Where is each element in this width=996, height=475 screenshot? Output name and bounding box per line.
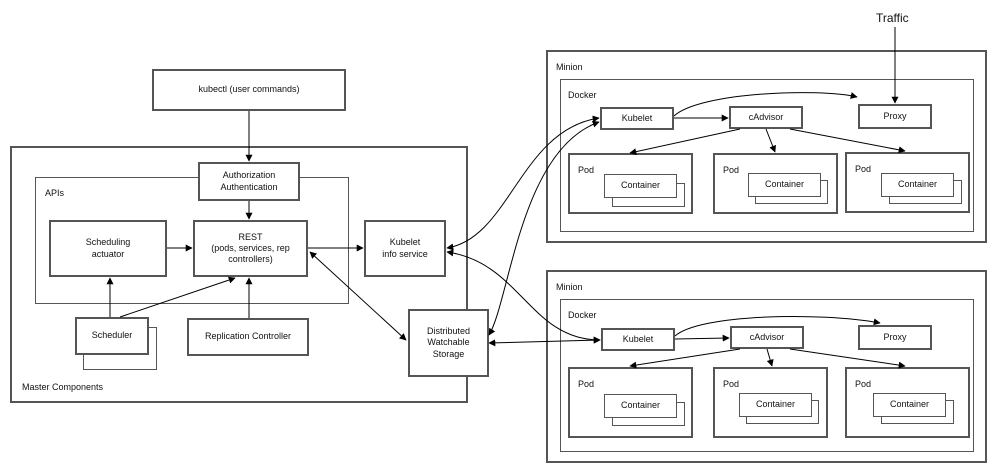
traffic-label: Traffic <box>876 11 909 25</box>
scheduler-label: Scheduler <box>91 330 133 341</box>
minion-2-pod-3-container: Container <box>873 393 946 417</box>
rest-label: REST (pods, services, rep controllers) <box>211 231 290 265</box>
minion-1-caption: Minion <box>556 62 583 72</box>
minion-2-cadvisor-box: cAdvisor <box>730 326 804 349</box>
minion-2-pod-2-label: Pod <box>723 379 740 389</box>
minion-1-kubelet-label: Kubelet <box>621 112 653 123</box>
minion-2-caption: Minion <box>556 282 583 292</box>
minion-2-pod-1-container-label: Container <box>620 400 661 411</box>
minion-2-pod-1-container: Container <box>604 394 677 418</box>
minion-1-proxy-box: Proxy <box>858 104 932 129</box>
minion-1-pod-3-label: Pod <box>855 164 872 174</box>
minion-1-pod-1-container: Container <box>604 174 677 198</box>
minion-1-pod-1-container-label: Container <box>620 180 661 191</box>
minion-2-pod-2-container: Container <box>739 393 812 417</box>
rest-box: REST (pods, services, rep controllers) <box>193 220 308 277</box>
distributed-storage-box: Distributed Watchable Storage <box>408 309 489 377</box>
minion-1-pod-3-container: Container <box>881 173 954 197</box>
minion-1-proxy-label: Proxy <box>883 110 907 121</box>
kubectl-label: kubectl (user commands) <box>198 84 300 95</box>
scheduling-actuator-box: Scheduling actuator <box>49 220 167 277</box>
replication-controller-box: Replication Controller <box>187 318 309 356</box>
minion-1-pod-1-label: Pod <box>578 165 595 175</box>
docker-1-caption: Docker <box>568 90 597 100</box>
minion-1-pod-2-label: Pod <box>723 165 740 175</box>
minion-2-proxy-label: Proxy <box>883 331 907 342</box>
minion-2-pod-3-label: Pod <box>855 379 872 389</box>
auth-label: Authorization Authentication <box>220 170 278 192</box>
minion-1-cadvisor-box: cAdvisor <box>729 106 803 129</box>
minion-1-pod-3-container-label: Container <box>897 179 938 190</box>
auth-box: Authorization Authentication <box>198 162 300 201</box>
replication-controller-label: Replication Controller <box>204 331 292 342</box>
master-components-caption: Master Components <box>22 382 104 392</box>
minion-2-pod-3-container-label: Container <box>889 399 930 410</box>
scheduler-box: Scheduler <box>75 317 149 355</box>
apis-caption: APIs <box>45 188 65 198</box>
minion-1-cadvisor-label: cAdvisor <box>748 111 784 122</box>
minion-2-cadvisor-label: cAdvisor <box>749 331 785 342</box>
minion-2-kubelet-box: Kubelet <box>601 328 675 351</box>
minion-2-proxy-box: Proxy <box>858 325 932 350</box>
distributed-storage-label: Distributed Watchable Storage <box>426 326 471 359</box>
minion-2-pod-1-label: Pod <box>578 379 595 389</box>
kubectl-box: kubectl (user commands) <box>152 69 346 111</box>
docker-2-caption: Docker <box>568 310 597 320</box>
minion-1-pod-2-container-label: Container <box>764 179 805 190</box>
minion-2-kubelet-label: Kubelet <box>622 333 654 344</box>
minion-1-pod-2-container: Container <box>748 173 821 197</box>
kubelet-info-service-box: Kubelet info service <box>364 220 446 277</box>
minion-2-pod-2-container-label: Container <box>755 399 796 410</box>
minion-1-kubelet-box: Kubelet <box>600 107 674 130</box>
scheduling-actuator-label: Scheduling actuator <box>85 237 131 259</box>
kubelet-info-service-label: Kubelet info service <box>382 237 428 259</box>
